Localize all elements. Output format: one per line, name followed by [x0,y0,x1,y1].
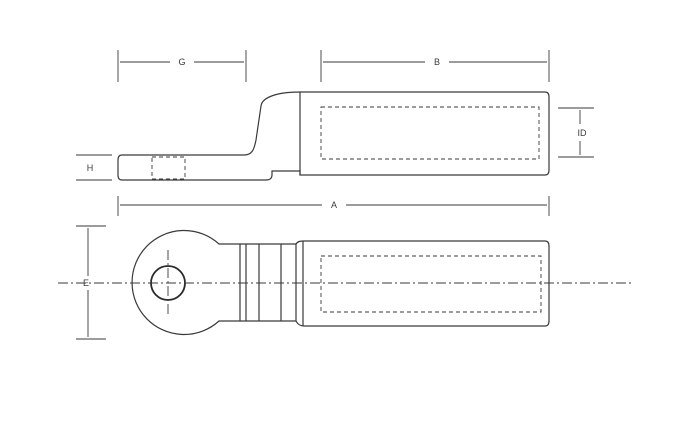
top-view [131,229,550,336]
dimension-e-label: E [83,278,89,288]
palm-hole-hidden-line [151,156,186,180]
dimension-b-label: B [434,57,440,67]
barrel-outline [295,240,550,327]
bore-hidden-line-top [320,255,542,313]
neck-outline [240,243,297,322]
side-view [117,91,550,181]
top-view-ring-outline [131,229,241,336]
side-view-outline [117,91,550,181]
bore-hidden-line [320,106,540,160]
dimension-h: H [76,154,112,181]
dimension-e: E [76,225,106,340]
dimension-g-label: G [178,57,185,67]
dimension-id: ID [558,107,594,158]
dimension-g: G [117,50,247,82]
dimension-a: A [117,196,550,216]
dimension-a-label: A [331,200,337,210]
dimension-id-label: ID [578,128,588,138]
dimension-b: B [320,50,550,82]
dimension-h-label: H [87,163,94,173]
